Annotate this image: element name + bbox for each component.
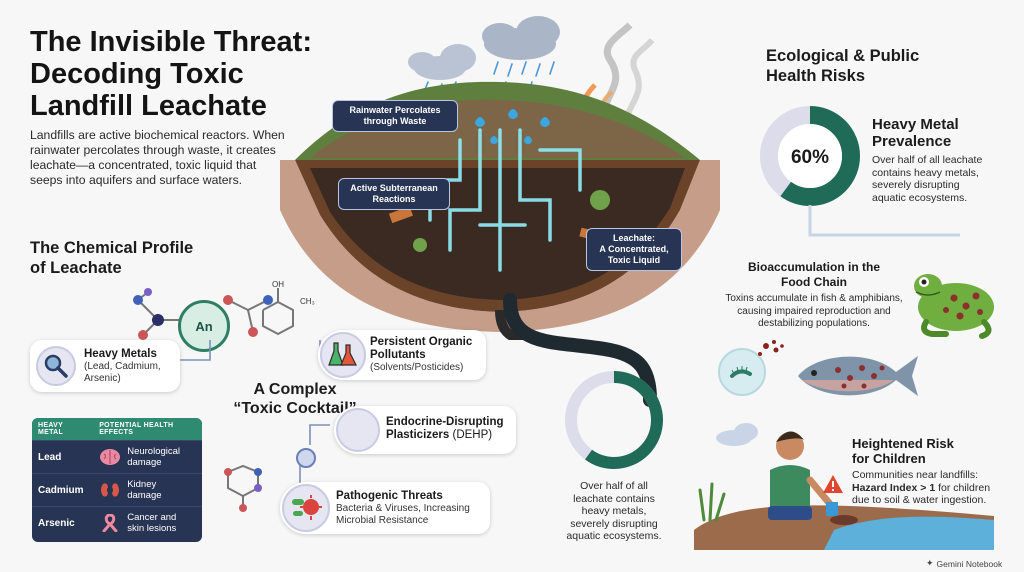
ring-fill bbox=[760, 106, 860, 206]
title-line: Decoding Toxic bbox=[30, 58, 244, 90]
child-scene bbox=[694, 423, 994, 550]
leachate-trail bbox=[503, 293, 657, 407]
cloud-icon bbox=[408, 44, 476, 80]
children-risk-text: Heightened Risk for Children Communities… bbox=[852, 436, 991, 506]
virus-icon bbox=[282, 484, 330, 532]
label-reactions: Active Subterranean Reactions bbox=[338, 178, 450, 210]
cloud-icon bbox=[716, 423, 758, 446]
ribbon-icon bbox=[102, 514, 118, 532]
title-line: Landfill Leachate bbox=[30, 90, 267, 122]
title-line: The Invisible Threat: bbox=[30, 26, 312, 58]
edc-card: Endocrine-Disrupting Plasticizers (DEHP) bbox=[334, 406, 516, 454]
sparkle-icon: ✦ bbox=[926, 558, 934, 568]
bottom-ring-text: Over half of all leachate contains heavy… bbox=[566, 480, 662, 542]
warning-icon bbox=[822, 474, 844, 494]
bottom-ring bbox=[565, 371, 663, 469]
molecule-badge: An bbox=[178, 300, 230, 352]
risks-heading: Ecological & Public Health Risks bbox=[766, 47, 920, 85]
kidney-icon bbox=[101, 483, 120, 497]
svg-text:CH₃: CH₃ bbox=[300, 297, 315, 306]
microbe-icon bbox=[718, 348, 766, 396]
heavy-metal-text: Heavy Metal Prevalence Over half of all … bbox=[872, 116, 983, 204]
risk-connector bbox=[808, 205, 960, 237]
pathogens-card: Pathogenic Threats Bacteria & Viruses, I… bbox=[280, 482, 490, 534]
ring-percent: 60% bbox=[791, 147, 829, 168]
molecule-illustration: OH CH₃ bbox=[133, 280, 315, 340]
chemical-profile-heading: The Chemical Profile of Leachate bbox=[30, 239, 194, 277]
intro-text: Landfills are active biochemical reactor… bbox=[30, 128, 285, 187]
footer-brand: ✦ Gemini Notebook bbox=[926, 558, 1003, 569]
bioaccumulation-text: Bioaccumulation in the Food Chain Toxins… bbox=[725, 260, 903, 329]
particles-icon bbox=[758, 340, 784, 356]
flask-icon bbox=[320, 332, 366, 378]
connector-node bbox=[296, 448, 316, 468]
heavy-metal-ring: 60% bbox=[760, 106, 860, 206]
heavy-metals-card: Heavy Metals (Lead, Cadmium, Arsenic) bbox=[30, 340, 180, 392]
magnifier-icon bbox=[36, 346, 76, 386]
brain-icon bbox=[100, 449, 121, 465]
fish-icon bbox=[798, 356, 918, 396]
frog-icon bbox=[914, 274, 994, 339]
health-effects-table: HEAVY METAL POTENTIAL HEALTH EFFECTS Lea… bbox=[32, 418, 202, 542]
svg-text:OH: OH bbox=[272, 280, 284, 289]
droplet-icon bbox=[475, 109, 550, 144]
page-title: The Invisible Threat: Decoding Toxic Lan… bbox=[30, 26, 350, 122]
toxic-cocktail-label: A Complex “Toxic Cocktail” bbox=[233, 381, 357, 417]
pops-card: Persistent Organic Pollutants (Solvents/… bbox=[318, 330, 486, 380]
molecule-small-icon bbox=[224, 464, 262, 512]
plasticizer-icon bbox=[336, 408, 380, 452]
cloud-icon bbox=[482, 16, 560, 60]
label-leachate: Leachate: A Concentrated, Toxic Liquid bbox=[586, 228, 682, 271]
label-rainwater: Rainwater Percolates through Waste bbox=[332, 100, 458, 132]
